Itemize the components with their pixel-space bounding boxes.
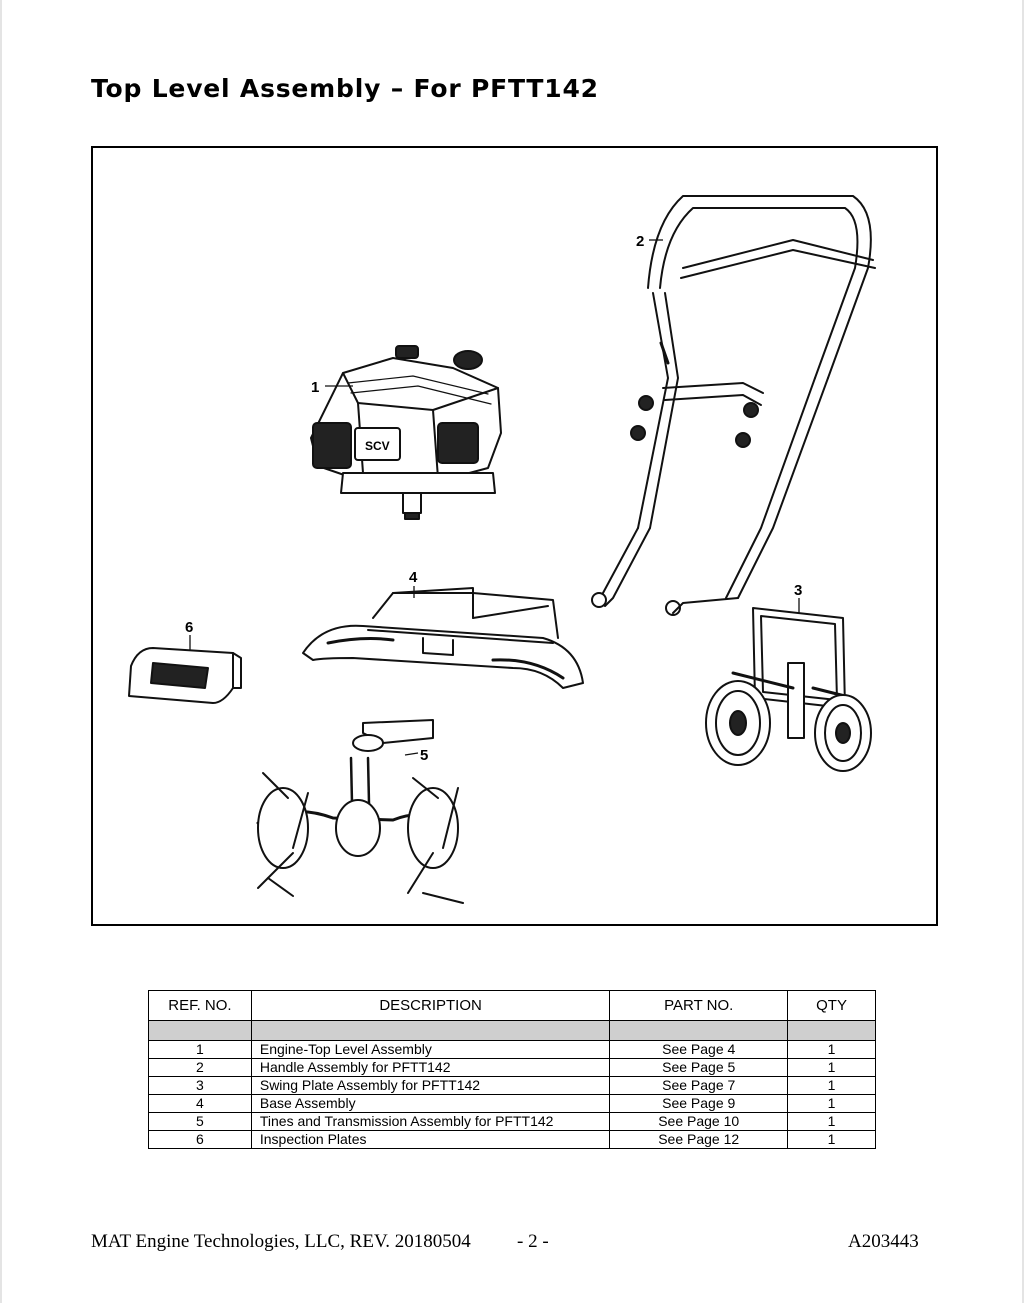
engine-decal: SCV	[365, 439, 390, 453]
callout-4: 4	[409, 569, 418, 586]
page-edge-right	[1022, 0, 1024, 1303]
cell-part-no: See Page 9	[609, 1094, 789, 1113]
cell-description: Swing Plate Assembly for PFTT142	[250, 1076, 611, 1095]
inspection-plate-illustration	[128, 647, 242, 704]
cell-description: Handle Assembly for PFTT142	[250, 1058, 611, 1077]
cell-ref: 1	[148, 1040, 252, 1059]
cell-description: Inspection Plates	[250, 1130, 611, 1149]
header-ref-no: REF. NO.	[148, 990, 252, 1021]
page-title: Top Level Assembly – For PFTT142	[91, 74, 599, 103]
header-part-no: PART NO.	[609, 990, 789, 1021]
cell-ref: 6	[148, 1130, 252, 1149]
cell-part-no: See Page 5	[609, 1058, 789, 1077]
table-row: 6 Inspection Plates See Page 12 1	[148, 1130, 876, 1149]
cell-qty: 1	[787, 1130, 876, 1149]
cell-qty: 1	[787, 1058, 876, 1077]
callout-6: 6	[185, 619, 193, 636]
footer-document-number: A203443	[848, 1231, 919, 1252]
header-qty: QTY	[787, 990, 876, 1021]
cell-description: Base Assembly	[250, 1094, 611, 1113]
cell-description: Tines and Transmission Assembly for PFTT…	[250, 1112, 611, 1131]
cell-ref: 5	[148, 1112, 252, 1131]
callout-2: 2	[636, 233, 644, 250]
table-row: 2 Handle Assembly for PFTT142 See Page 5…	[148, 1058, 876, 1077]
header-description: DESCRIPTION	[250, 990, 611, 1021]
table-row: 4 Base Assembly See Page 9 1	[148, 1094, 876, 1113]
exploded-diagram: 1 2 3 4 5 6 SCV	[91, 146, 938, 926]
cell-part-no: See Page 7	[609, 1076, 789, 1095]
base-illustration	[302, 587, 584, 689]
cell-ref: 3	[148, 1076, 252, 1095]
cell-part-no: See Page 4	[609, 1040, 789, 1059]
callout-5: 5	[420, 747, 428, 764]
table-header-row: REF. NO. DESCRIPTION PART NO. QTY	[148, 990, 876, 1021]
cell-ref: 4	[148, 1094, 252, 1113]
handle-illustration	[591, 195, 876, 616]
cell-qty: 1	[787, 1076, 876, 1095]
page-edge-left	[0, 0, 2, 1303]
callout-1: 1	[311, 379, 319, 396]
parts-table: REF. NO. DESCRIPTION PART NO. QTY 1 Engi…	[148, 990, 876, 1149]
cell-ref: 2	[148, 1058, 252, 1077]
cell-qty: 1	[787, 1094, 876, 1113]
footer-page-number: - 2 -	[517, 1231, 549, 1252]
cell-qty: 1	[787, 1112, 876, 1131]
engine-illustration	[310, 345, 502, 520]
callout-3: 3	[794, 582, 802, 599]
table-row: 1 Engine-Top Level Assembly See Page 4 1	[148, 1040, 876, 1059]
table-row: 5 Tines and Transmission Assembly for PF…	[148, 1112, 876, 1131]
table-spacer-row	[148, 1020, 876, 1041]
cell-qty: 1	[787, 1040, 876, 1059]
tines-illustration	[256, 719, 464, 904]
footer-company-revision: MAT Engine Technologies, LLC, REV. 20180…	[91, 1231, 471, 1252]
cell-part-no: See Page 10	[609, 1112, 789, 1131]
cell-description: Engine-Top Level Assembly	[250, 1040, 611, 1059]
cell-part-no: See Page 12	[609, 1130, 789, 1149]
swing-plate-illustration	[705, 607, 872, 772]
table-row: 3 Swing Plate Assembly for PFTT142 See P…	[148, 1076, 876, 1095]
